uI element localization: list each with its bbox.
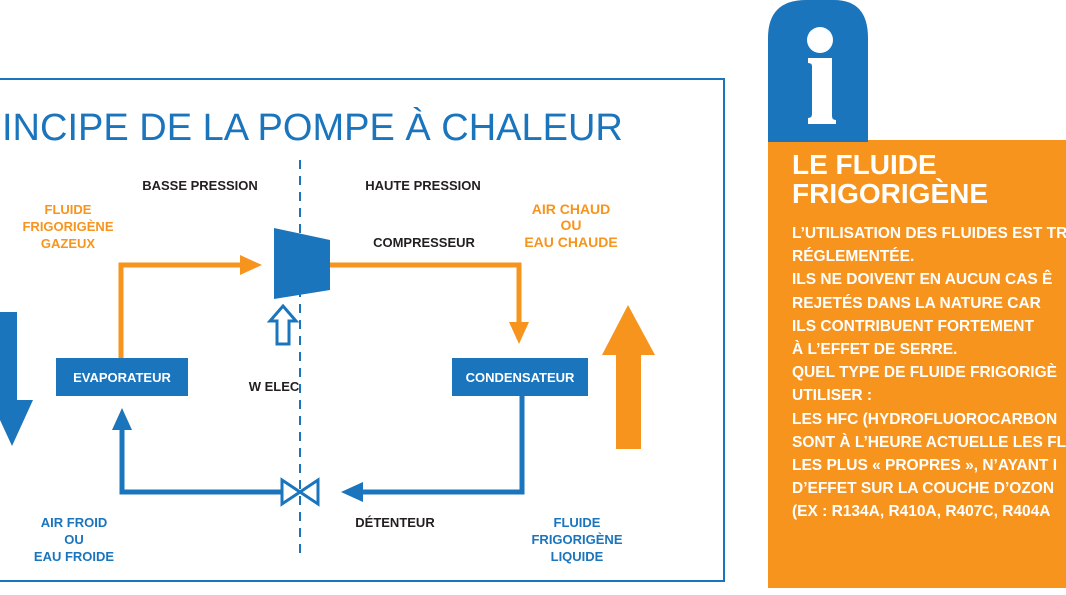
- info-body-line: (EX : R134A, R410A, R407C, R404A: [792, 503, 1051, 521]
- liquid-fluid-line: LIQUIDE: [551, 549, 604, 564]
- liquid-fluid-label: FLUIDE FRIGORIGÈNE LIQUIDE: [531, 515, 622, 564]
- hot-output-line: EAU CHAUDE: [524, 234, 617, 250]
- gas-fluid-label: FLUIDE FRIGORIGÈNE GAZEUX: [22, 202, 113, 251]
- arrow-to-evaporator-icon: [112, 408, 132, 430]
- info-body-line: LES HFC (HYDROFLUOROCARBON: [792, 410, 1058, 428]
- info-body-line: ILS CONTRIBUENT FORTEMENT: [792, 317, 1034, 335]
- expansion-valve-icon: [297, 477, 320, 507]
- high-pressure-label: HAUTE PRESSION: [365, 178, 481, 193]
- gas-fluid-line: FRIGORIGÈNE: [22, 219, 113, 234]
- info-title-line: LE FLUIDE: [792, 149, 937, 180]
- diagram-title: INCIPE DE LA POMPE À CHALEUR: [2, 106, 623, 149]
- info-body-line: QUEL TYPE DE FLUIDE FRIGORIGÈ: [792, 364, 1057, 382]
- info-body: L’UTILISATION DES FLUIDES EST TR RÉGLEME…: [792, 222, 1066, 523]
- cold-input-line: AIR FROID: [41, 515, 107, 530]
- hot-output-line: OU: [561, 217, 582, 233]
- arrow-to-condenser-icon: [509, 322, 529, 344]
- condenser-label: CONDENSATEUR: [466, 370, 575, 385]
- evaporator-box: [56, 358, 188, 396]
- arrow-to-valve-icon: [341, 482, 363, 502]
- power-label: W ELEC: [249, 379, 300, 394]
- low-pressure-label: BASSE PRESSION: [142, 178, 258, 193]
- hot-flow-up-arrow-icon: [602, 305, 655, 449]
- electric-power-arrow-icon: [266, 303, 300, 346]
- gas-fluid-line: FLUIDE: [45, 202, 92, 217]
- gas-pipe-low: [118, 262, 240, 358]
- info-body-line: À L’EFFET DE SERRE.: [792, 340, 958, 358]
- info-body-line: REJETÉS DANS LA NATURE CAR: [792, 294, 1041, 312]
- info-title: LE FLUIDE FRIGORIGÈNE: [792, 150, 988, 208]
- compressor-icon: [274, 228, 330, 299]
- info-icon: [768, 0, 868, 142]
- liquid-fluid-line: FLUIDE: [554, 515, 601, 530]
- expansion-valve-label: DÉTENTEUR: [355, 515, 435, 530]
- cold-flow-down-arrow-icon: [0, 312, 33, 446]
- liquid-pipe-low: [119, 430, 282, 495]
- condenser-box: [452, 358, 588, 396]
- info-body-line: D’EFFET SUR LA COUCHE D’OZON: [792, 480, 1055, 498]
- diagram-frame: [0, 78, 725, 582]
- gas-fluid-line: GAZEUX: [41, 236, 96, 251]
- arrow-to-compressor-icon: [240, 255, 262, 275]
- cold-input-line: EAU FROIDE: [34, 549, 115, 564]
- hot-output-label: AIR CHAUD OU EAU CHAUDE: [524, 201, 617, 250]
- info-body-line: RÉGLEMENTÉE.: [792, 248, 915, 266]
- info-title-line: FRIGORIGÈNE: [792, 178, 989, 209]
- gas-pipe-high: [330, 262, 522, 322]
- info-body-line: ILS NE DOIVENT EN AUCUN CAS Ê: [792, 271, 1053, 289]
- expansion-valve-icon: [280, 477, 303, 507]
- cold-input-label: AIR FROID OU EAU FROIDE: [34, 515, 115, 564]
- info-body-line: LES PLUS « PROPRES », N’AYANT I: [792, 456, 1058, 474]
- compressor-label: COMPRESSEUR: [373, 235, 475, 250]
- info-body-line: SONT À L’HEURE ACTUELLE LES FL: [792, 433, 1066, 451]
- info-body-line: UTILISER :: [792, 387, 873, 405]
- hot-output-line: AIR CHAUD: [532, 201, 611, 217]
- info-body-line: L’UTILISATION DES FLUIDES EST TR: [792, 225, 1066, 242]
- cold-input-line: OU: [64, 532, 84, 547]
- info-panel: LE FLUIDE FRIGORIGÈNE L’UTILISATION DES …: [768, 140, 1066, 588]
- liquid-fluid-line: FRIGORIGÈNE: [531, 532, 622, 547]
- liquid-pipe-high: [363, 396, 525, 495]
- evaporator-label: EVAPORATEUR: [73, 370, 171, 385]
